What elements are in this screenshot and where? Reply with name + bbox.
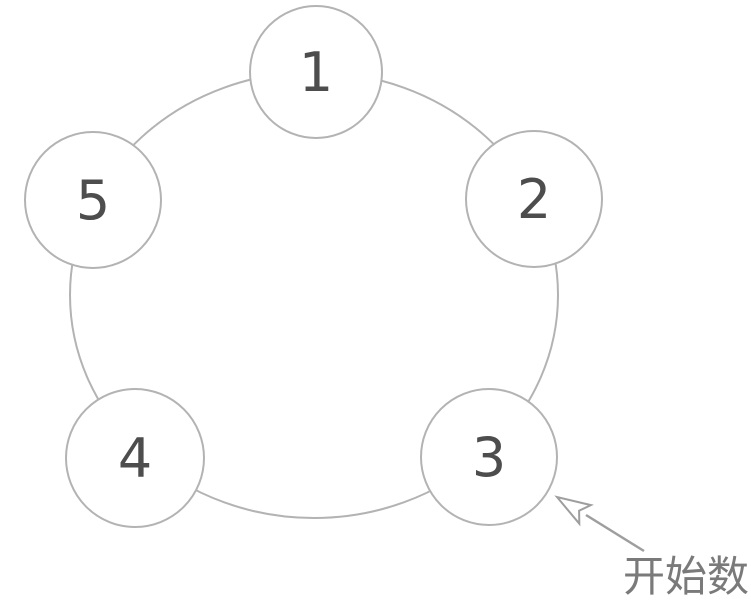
node-5-circle [24, 131, 162, 269]
arrow-shaft [585, 513, 645, 553]
annotation-label: 开始数 [623, 552, 749, 601]
node-3: 3 [420, 388, 558, 526]
node-2: 2 [465, 130, 603, 268]
annotation-arrow [554, 495, 645, 553]
arrow-head-icon [554, 495, 594, 527]
node-1-label: 1 [299, 41, 333, 104]
node-2-circle [465, 130, 603, 268]
node-1: 1 [249, 5, 383, 139]
node-1-circle [249, 5, 383, 139]
node-3-label: 3 [472, 426, 506, 489]
node-4-label: 4 [118, 427, 152, 490]
node-4-circle [65, 388, 205, 528]
node-3-circle [420, 388, 558, 526]
node-4: 4 [65, 388, 205, 528]
node-2-label: 2 [517, 168, 551, 231]
node-5: 5 [24, 131, 162, 269]
node-5-label: 5 [76, 169, 110, 232]
